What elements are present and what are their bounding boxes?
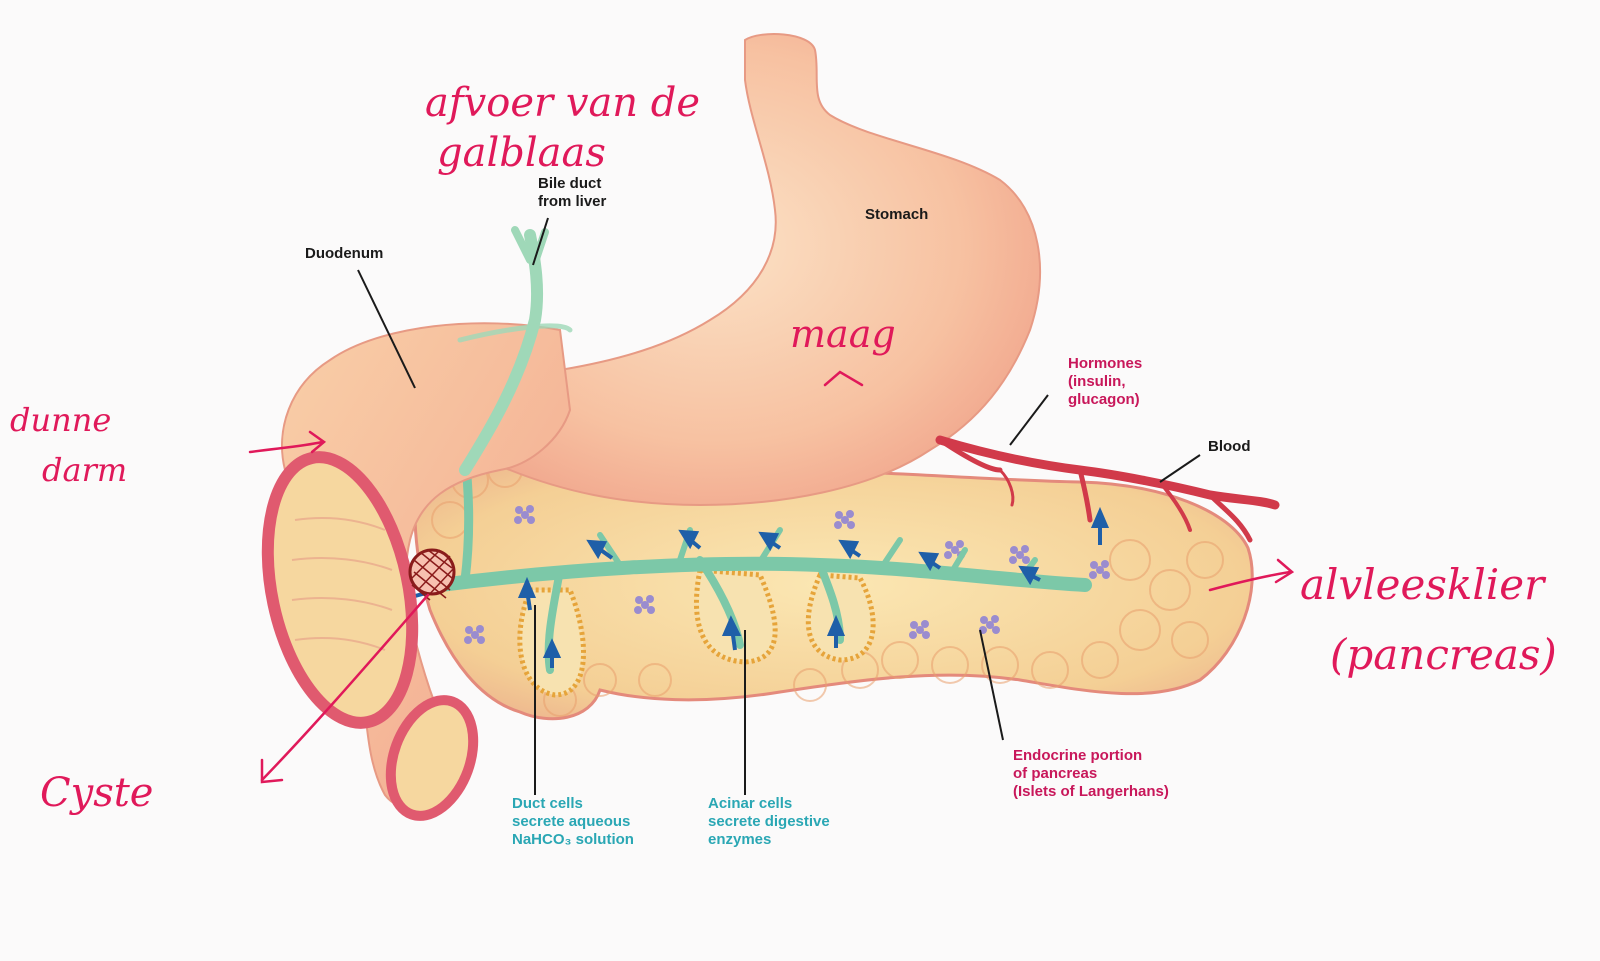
- stomach-shape: [448, 33, 1041, 507]
- label-bile-duct-line2: from liver: [538, 193, 607, 210]
- label-acinar-cells-line3: enzymes: [708, 831, 772, 848]
- label-acinar-cells-line1: Acinar cells: [708, 795, 793, 812]
- label-duct-cells-line1: Duct cells: [512, 795, 583, 812]
- duodenum-shape: [281, 322, 572, 809]
- label-duct-cells-line3: NaHCO₃ solution: [512, 831, 634, 848]
- duodenum-end-cut: [385, 695, 479, 821]
- pancreas-lobules: [431, 452, 1224, 717]
- label-stomach: Stomach: [865, 206, 929, 223]
- label-hormones-line1: Hormones: [1068, 355, 1143, 372]
- label-duct-cells: Duct cells secrete aqueous NaHCO₃ soluti…: [512, 795, 634, 849]
- label-endocrine-line3: (Islets of Langerhans): [1013, 783, 1169, 800]
- label-hormones-line2: (insulin,: [1068, 373, 1126, 390]
- note-cyste: Cyste: [40, 770, 154, 816]
- note-afvoer-line1: afvoer van de: [425, 80, 701, 126]
- label-acinar-cells: Acinar cells secrete digestive enzymes: [708, 795, 830, 849]
- note-dunne-darm-line1: dunne: [10, 401, 112, 439]
- note-alvleesklier: alvleesklier (pancreas): [1300, 550, 1557, 690]
- note-dunne-darm-line2: darm: [42, 451, 128, 489]
- note-afvoer-van-de-galblaas: afvoer van de galblaas: [425, 78, 700, 178]
- flow-arrows: [340, 506, 1110, 668]
- label-duct-cells-line2: secrete aqueous: [512, 813, 631, 830]
- label-endocrine-line1: Endocrine portion: [1013, 747, 1143, 764]
- label-bile-duct-line1: Bile duct: [538, 175, 602, 192]
- handwritten-arrows: [248, 370, 1295, 784]
- label-blood: Blood: [1208, 438, 1251, 455]
- bile-duct: [457, 226, 573, 476]
- leader-lines: [357, 217, 1201, 795]
- label-endocrine: Endocrine portion of pancreas (Islets of…: [1013, 747, 1169, 801]
- note-afvoer-line2: galblaas: [437, 130, 606, 176]
- label-endocrine-line2: of pancreas: [1013, 765, 1098, 782]
- label-hormones-line3: glucagon): [1068, 391, 1140, 408]
- note-dunne-darm: dunne darm: [10, 395, 127, 495]
- label-bile-duct: Bile duct from liver: [538, 175, 606, 211]
- blood-vessels: [935, 435, 1280, 543]
- note-alvleesklier-line1: alvleesklier: [1300, 560, 1545, 609]
- cyst-marking: [408, 548, 456, 601]
- duodenum-folds: [291, 517, 393, 651]
- note-maag: maag: [790, 312, 896, 356]
- islets-of-langerhans: [464, 505, 1110, 644]
- note-alvleesklier-line2: (pancreas): [1330, 630, 1557, 679]
- duodenum-cross-section: [261, 451, 419, 729]
- label-duodenum: Duodenum: [305, 245, 384, 262]
- label-acinar-cells-line2: secrete digestive: [708, 813, 830, 830]
- label-hormones: Hormones (insulin, glucagon): [1068, 355, 1142, 409]
